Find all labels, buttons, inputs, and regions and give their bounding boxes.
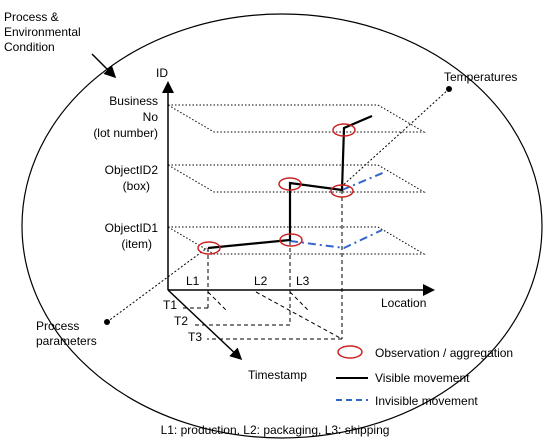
l3-label: L3	[296, 274, 310, 288]
timestamp-axis	[167, 289, 243, 361]
id-axis-label: ID	[156, 66, 168, 80]
observation-5	[332, 123, 356, 137]
process-params-label-1: Process	[36, 319, 79, 333]
footer-caption: L1: production, L2: packaging, L3: shipp…	[161, 423, 390, 437]
t2-label: T2	[174, 314, 188, 328]
legend-invisible-label: Invisible movement	[375, 394, 478, 408]
observation-4	[330, 184, 354, 198]
projection-lines	[182, 190, 343, 340]
invisible-movement-1	[289, 229, 383, 250]
process-params-dot	[104, 319, 110, 325]
business-label-3: (lot number)	[93, 126, 158, 140]
legend: Observation / aggregation Visible moveme…	[336, 345, 513, 408]
temperatures-pointer	[339, 88, 450, 189]
object1-label-1: ObjectID1	[105, 221, 159, 235]
legend-observation-icon	[337, 345, 363, 359]
l1-label: L1	[186, 274, 200, 288]
location-axis-label: Location	[381, 296, 426, 310]
process-env-label-3: Condition	[4, 40, 55, 54]
l2-label: L2	[254, 274, 268, 288]
object2-label-1: ObjectID2	[105, 163, 159, 177]
temperatures-dot	[446, 86, 452, 92]
context-circle	[21, 13, 543, 439]
observation-1	[197, 241, 221, 255]
object2-label-2: (box)	[123, 179, 150, 193]
timestamp-axis-label: Timestamp	[248, 368, 307, 382]
object1-label-2: (item)	[121, 237, 152, 251]
process-env-label-1: Process &	[4, 10, 59, 24]
business-label-2: No	[143, 110, 159, 124]
t1-label: T1	[163, 298, 177, 312]
visible-movement	[207, 114, 373, 250]
legend-visible-label: Visible movement	[375, 371, 470, 385]
plane-object2	[166, 164, 426, 193]
process-env-label-2: Environmental	[4, 25, 81, 39]
process-params-pointer	[106, 247, 208, 323]
process-env-pointer	[91, 53, 117, 79]
t3-label: T3	[188, 330, 202, 344]
process-params-label-2: parameters	[36, 334, 97, 348]
temperatures-label: Temperatures	[444, 70, 517, 84]
plane-business	[166, 104, 426, 133]
observation-2	[279, 233, 303, 247]
observation-3	[278, 177, 302, 191]
legend-observation-label: Observation / aggregation	[375, 346, 513, 360]
business-label-1: Business	[109, 94, 158, 108]
plane-object1	[166, 226, 426, 255]
